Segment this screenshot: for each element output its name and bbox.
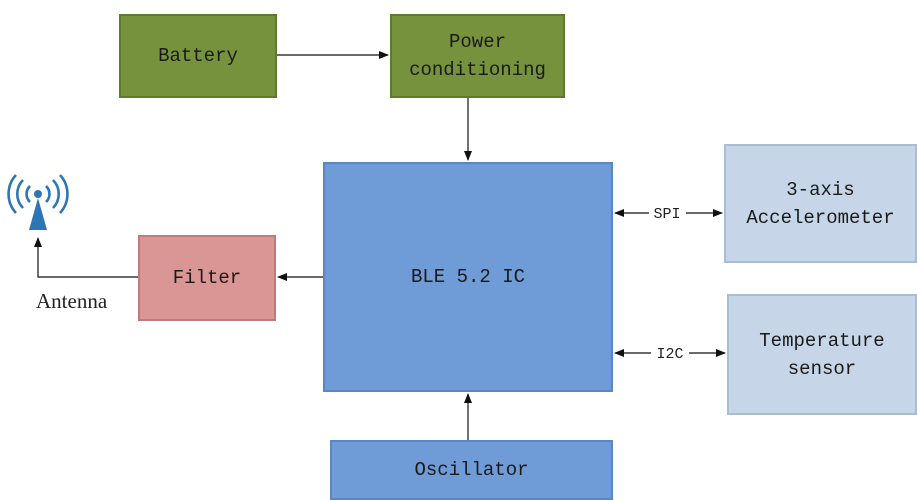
temperature-sensor-block: Temperature sensor xyxy=(727,294,917,415)
accelerometer-label: 3-axis Accelerometer xyxy=(746,178,895,229)
oscillator-block: Oscillator xyxy=(330,440,613,500)
filter-block: Filter xyxy=(138,235,276,321)
antenna-broadcast-icon xyxy=(7,174,69,230)
oscillator-label: Oscillator xyxy=(414,459,529,481)
accelerometer-block: 3-axis Accelerometer xyxy=(724,144,917,263)
temperature-sensor-label: Temperature sensor xyxy=(759,329,885,380)
spi-label: SPI xyxy=(653,206,680,223)
ble-ic-label: BLE 5.2 IC xyxy=(410,266,526,288)
battery-label: Battery xyxy=(158,45,238,67)
i2c-label: I2C xyxy=(656,346,683,363)
power-conditioning-block: Power conditioning xyxy=(390,14,565,98)
battery-block: Battery xyxy=(119,14,277,98)
ble-ic-block: BLE 5.2 IC xyxy=(323,162,613,392)
filter-label: Filter xyxy=(172,267,242,289)
power-conditioning-label: Power conditioning xyxy=(409,31,546,81)
antenna-label: Antenna xyxy=(36,289,108,313)
arrow-filter-to-antenna xyxy=(34,237,138,278)
